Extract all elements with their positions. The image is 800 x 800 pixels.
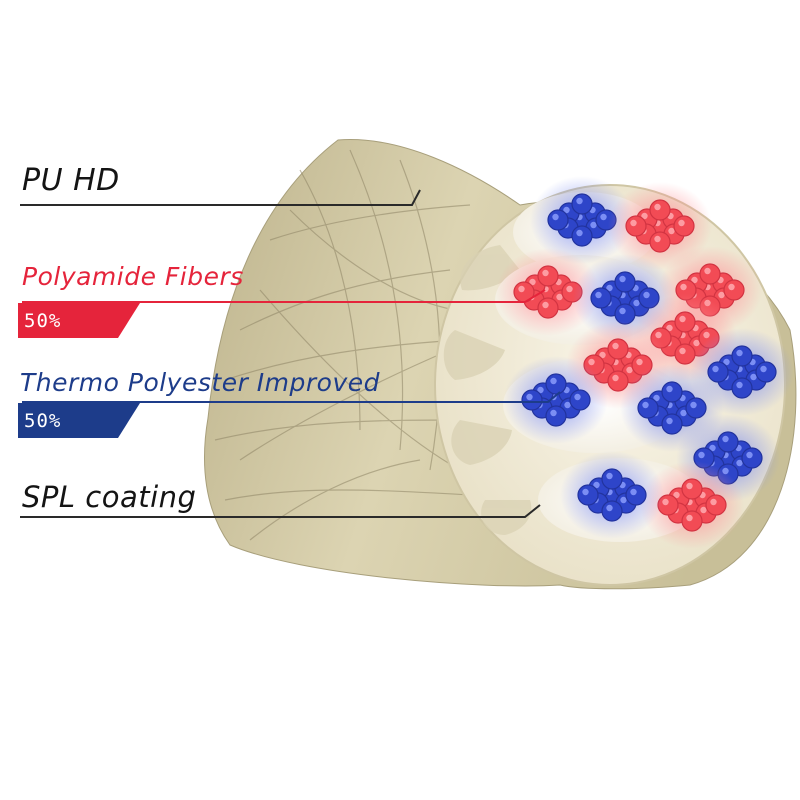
polyamide-pct-bar xyxy=(18,303,140,338)
spl-channels xyxy=(443,245,532,535)
label-pu-hd: PU HD xyxy=(22,163,120,198)
leader-pu-hd xyxy=(20,189,421,206)
thermo-percentage: 50% xyxy=(24,410,62,432)
leader-thermo xyxy=(22,391,561,403)
mesh-pattern xyxy=(214,149,471,541)
label-spl-coating: SPL coating xyxy=(22,480,197,514)
fiber-bundle-red xyxy=(496,248,600,336)
thermo-pct-bar xyxy=(18,403,140,438)
fiber-bundles xyxy=(496,176,794,549)
fiber-bundle-blue xyxy=(560,451,664,539)
label-polyamide-fibers: Polyamide Fibers xyxy=(22,262,244,291)
polyamide-percentage: 50% xyxy=(24,310,62,332)
fiber-bundle-red xyxy=(640,461,744,549)
fiber-bundle-red xyxy=(608,182,712,270)
leader-spl xyxy=(20,504,541,518)
fiber-bundle-blue xyxy=(504,356,608,444)
leader-polyamide xyxy=(22,289,546,303)
label-thermo-polyester: Thermo Polyester Improved xyxy=(20,368,381,397)
leader-lines xyxy=(20,189,561,518)
